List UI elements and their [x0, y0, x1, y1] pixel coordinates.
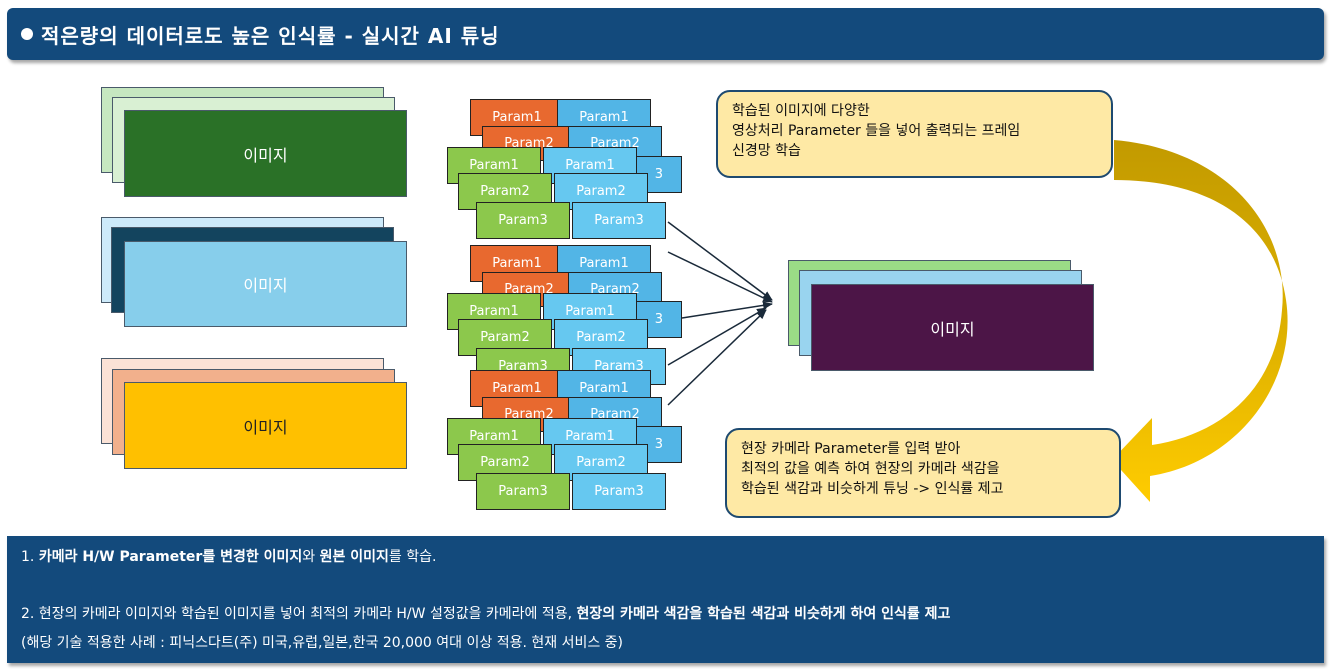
callout-line: 학습된 이미지에 다양한 — [732, 103, 870, 119]
description-panel: 1. 카메라 H/W Parameter를 변경한 이미지와 원본 이미지를 학… — [7, 536, 1324, 663]
param-label: Param2 — [576, 455, 626, 470]
description-line-2: 2. 현장의 카메라 이미지와 학습된 이미지를 넣어 최적의 카메라 H/W … — [21, 606, 951, 622]
param-label: Param3 — [594, 213, 644, 228]
stack1-image: 이미지 — [124, 110, 407, 197]
param-label: Param1 — [492, 256, 542, 271]
image-label: 이미지 — [243, 145, 288, 165]
output-image: 이미지 — [811, 284, 1094, 371]
param3-box: Param3 — [476, 202, 570, 239]
param-label: Param2 — [576, 184, 626, 199]
param3-box: Param3 — [572, 202, 666, 239]
param-label: Param1 — [579, 381, 629, 396]
param-label: Param3 — [498, 213, 548, 228]
param-label: Param2 — [480, 184, 530, 199]
param-label: Param1 — [492, 381, 542, 396]
training-callout: 학습된 이미지에 다양한 영상처리 Parameter 들을 넣어 출력되는 프… — [716, 90, 1113, 178]
param3-box: Param3 — [476, 473, 570, 510]
callout-line: 최적의 값을 예측 하여 현장의 카메라 색감을 — [741, 461, 1000, 477]
param-label: Param2 — [480, 330, 530, 345]
callout-line: 학습된 색감과 비슷하게 튜닝 -> 인식률 제고 — [741, 481, 1004, 497]
image-label: 이미지 — [930, 319, 975, 339]
image-label: 이미지 — [243, 417, 288, 437]
param-label: Param1 — [565, 304, 615, 319]
curved-return-arrow — [1112, 140, 1288, 502]
callout-line: 현장 카메라 Parameter를 입력 받아 — [741, 441, 961, 457]
param-label: Param1 — [565, 158, 615, 173]
param-label: Param1 — [492, 110, 542, 125]
param-label: Param2 — [480, 455, 530, 470]
description-line-1: 1. 카메라 H/W Parameter를 변경한 이미지와 원본 이미지를 학… — [21, 549, 437, 565]
title-bar: 적은량의 데이터로도 높은 인식률 - 실시간 AI 튜닝 — [7, 8, 1324, 60]
bullet-icon — [21, 28, 33, 40]
stack2-image: 이미지 — [124, 241, 407, 327]
param-label: Param1 — [469, 429, 519, 444]
param-label: Param3 — [498, 484, 548, 499]
page-title: 적은량의 데이터로도 높은 인식률 - 실시간 AI 튜닝 — [41, 23, 500, 48]
param-label: Param3 — [594, 484, 644, 499]
param-label: Param1 — [565, 429, 615, 444]
param-label: Param1 — [469, 304, 519, 319]
image-label: 이미지 — [243, 276, 288, 295]
param-label: Param2 — [576, 330, 626, 345]
param3-box: Param3 — [572, 473, 666, 510]
callout-line: 영상처리 Parameter 들을 넣어 출력되는 프레임 — [732, 123, 1021, 139]
callout-line: 신경망 학습 — [732, 143, 801, 159]
param-label: Param1 — [579, 256, 629, 271]
param-label: Param1 — [579, 110, 629, 125]
description-line-3: (해당 기술 적용한 사례 : 피닉스다트(주) 미국,유럽,일본,한국 20,… — [21, 635, 624, 651]
tuning-callout: 현장 카메라 Parameter를 입력 받아 최적의 값을 예측 하여 현장의… — [725, 428, 1121, 518]
converging-arrows — [667, 221, 773, 406]
stack3-image: 이미지 — [124, 382, 407, 469]
param-label: Param1 — [469, 158, 519, 173]
